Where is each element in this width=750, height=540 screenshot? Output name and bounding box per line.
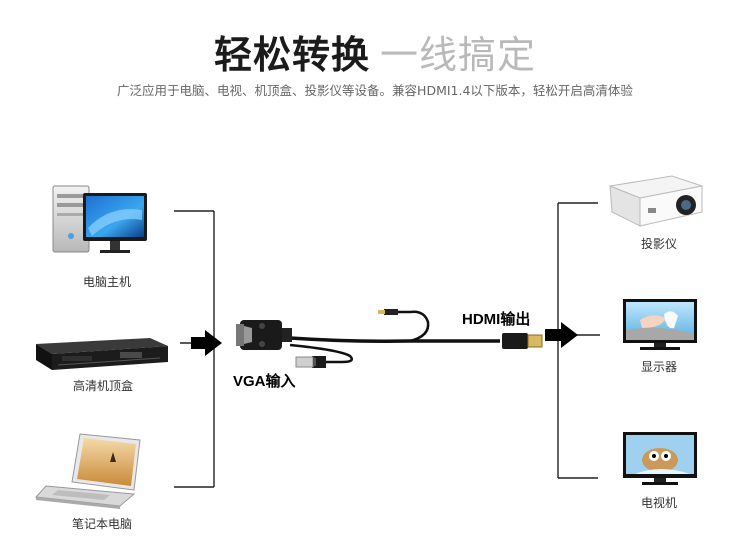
- page-title: 轻松转换一线搞定: [0, 24, 750, 79]
- vga-to-hdmi-cable-icon: [236, 309, 543, 368]
- tv-icon: [623, 432, 697, 485]
- source-label-desktop: 电脑主机: [82, 275, 131, 289]
- desktop-computer-icon: [52, 185, 147, 253]
- output-arrow: [545, 322, 578, 348]
- vga-input-label: VGA输入: [233, 373, 296, 390]
- laptop-icon: [34, 433, 141, 509]
- monitor-icon: [623, 299, 697, 350]
- input-arrow: [191, 330, 222, 356]
- set-top-box-icon: [36, 338, 168, 370]
- source-label-set-top-box: 高清机顶盒: [72, 379, 133, 393]
- destination-label-monitor: 显示器: [640, 360, 677, 374]
- hdmi-output-label: HDMI输出: [462, 311, 531, 328]
- page-subtitle: 广泛应用于电脑、电视、机顶盒、投影仪等设备。兼容HDMI1.4以下版本，轻松开启…: [117, 83, 633, 98]
- title-bold: 轻松转换: [213, 33, 370, 77]
- destination-label-tv: 电视机: [640, 496, 677, 510]
- projector-icon: [608, 175, 704, 227]
- destination-label-projector: 投影仪: [640, 237, 677, 251]
- source-label-laptop: 笔记本电脑: [71, 517, 132, 531]
- title-light: 一线搞定: [380, 33, 537, 77]
